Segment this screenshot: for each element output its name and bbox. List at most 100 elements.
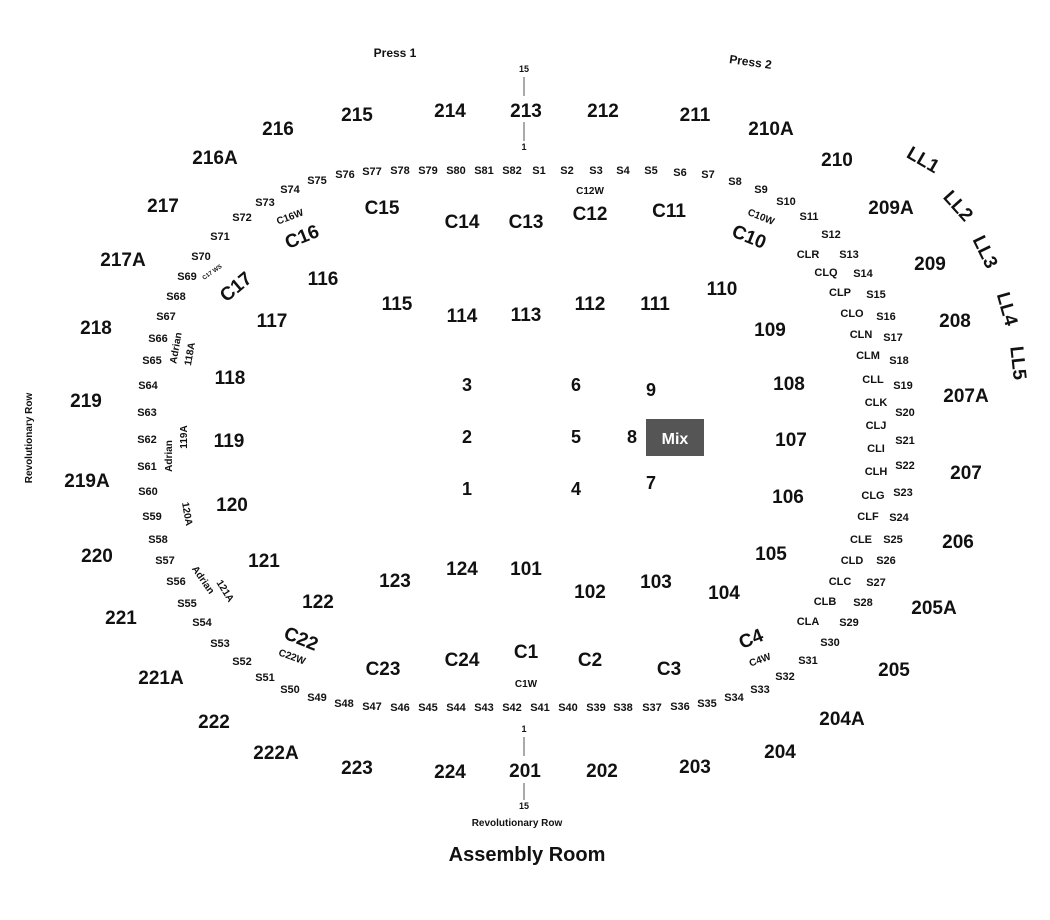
section-101[interactable]: 101 [510, 559, 542, 580]
suite-s35[interactable]: S35 [697, 698, 717, 710]
section-207a[interactable]: 207A [943, 386, 989, 407]
suite-s67[interactable]: S67 [156, 311, 176, 323]
section-120a[interactable]: 120A [179, 501, 194, 526]
suite-s46[interactable]: S46 [390, 702, 410, 714]
section-209[interactable]: 209 [914, 254, 946, 275]
suite-s17[interactable]: S17 [883, 332, 903, 344]
suite-s57[interactable]: S57 [155, 555, 175, 567]
section-ll1[interactable]: LL1 [903, 143, 943, 178]
club-box-clq[interactable]: CLQ [814, 267, 838, 279]
suite-s21[interactable]: S21 [895, 435, 915, 447]
suite-s47[interactable]: S47 [362, 701, 382, 713]
suite-s26[interactable]: S26 [876, 555, 896, 567]
suite-s76[interactable]: S76 [335, 169, 355, 181]
suite-s24[interactable]: S24 [889, 512, 909, 524]
section-203[interactable]: 203 [679, 757, 711, 778]
suite-s15[interactable]: S15 [866, 289, 886, 301]
suite-s59[interactable]: S59 [142, 511, 162, 523]
suite-s68[interactable]: S68 [166, 291, 186, 303]
suite-s58[interactable]: S58 [148, 534, 168, 546]
suite-s70[interactable]: S70 [191, 251, 211, 263]
suite-s65[interactable]: S65 [142, 355, 162, 367]
section-210[interactable]: 210 [821, 150, 853, 171]
section-224[interactable]: 224 [434, 762, 466, 783]
section-214[interactable]: 214 [434, 101, 466, 122]
section-117[interactable]: 117 [257, 311, 288, 332]
suite-s25[interactable]: S25 [883, 534, 903, 546]
suite-s78[interactable]: S78 [390, 165, 410, 177]
section-211[interactable]: 211 [680, 105, 711, 126]
section-116[interactable]: 116 [308, 269, 339, 290]
section-108[interactable]: 108 [773, 374, 805, 395]
suite-s62[interactable]: S62 [137, 434, 157, 446]
suite-s80[interactable]: S80 [446, 165, 466, 177]
suite-s8[interactable]: S8 [728, 176, 741, 188]
section-217[interactable]: 217 [147, 196, 179, 217]
suite-s27[interactable]: S27 [866, 577, 886, 589]
section-112[interactable]: 112 [575, 294, 606, 315]
suite-s11[interactable]: S11 [800, 211, 819, 223]
section-ll2[interactable]: LL2 [939, 187, 977, 226]
suite-s33[interactable]: S33 [750, 684, 770, 696]
suite-s36[interactable]: S36 [670, 701, 690, 713]
suite-s39[interactable]: S39 [586, 702, 606, 714]
suite-s44[interactable]: S44 [446, 702, 466, 714]
section-113[interactable]: 113 [511, 305, 542, 326]
section-210a[interactable]: 210A [748, 119, 794, 140]
suite-s64[interactable]: S64 [138, 380, 158, 392]
suite-s75[interactable]: S75 [307, 175, 327, 187]
section-c16w[interactable]: C16W [275, 207, 305, 227]
section-c10[interactable]: C10 [729, 221, 769, 254]
section-adrian-lower[interactable]: Adrian [189, 564, 216, 596]
suite-s45[interactable]: S45 [418, 702, 438, 714]
section-c12w[interactable]: C12W [576, 186, 604, 197]
section-207[interactable]: 207 [950, 463, 982, 484]
suite-s53[interactable]: S53 [210, 638, 230, 650]
suite-s82[interactable]: S82 [502, 165, 522, 177]
suite-s40[interactable]: S40 [558, 702, 578, 714]
suite-s52[interactable]: S52 [232, 656, 252, 668]
suite-s69[interactable]: S69 [177, 271, 197, 283]
club-box-clb[interactable]: CLB [814, 596, 837, 608]
section-ll3[interactable]: LL3 [968, 232, 1002, 272]
section-115[interactable]: 115 [382, 294, 413, 315]
section-218[interactable]: 218 [80, 318, 112, 339]
section-floor-9[interactable]: 9 [646, 380, 656, 400]
section-223[interactable]: 223 [341, 758, 373, 779]
section-c3[interactable]: C3 [657, 659, 681, 680]
section-122[interactable]: 122 [302, 592, 334, 613]
section-121a[interactable]: 121A [214, 578, 236, 604]
section-c16[interactable]: C16 [282, 221, 322, 254]
suite-s81[interactable]: S81 [474, 165, 494, 177]
suite-s71[interactable]: S71 [210, 231, 230, 243]
club-box-cle[interactable]: CLE [850, 534, 872, 546]
section-adrian-middle[interactable]: Adrian [164, 440, 175, 472]
suite-s5[interactable]: S5 [644, 165, 657, 177]
suite-s43[interactable]: S43 [474, 702, 494, 714]
section-105[interactable]: 105 [755, 544, 787, 565]
suite-s38[interactable]: S38 [613, 702, 633, 714]
suite-s60[interactable]: S60 [138, 486, 158, 498]
suite-s1[interactable]: S1 [532, 165, 545, 177]
section-c11[interactable]: C11 [652, 201, 686, 222]
suite-s3[interactable]: S3 [589, 165, 602, 177]
suite-s72[interactable]: S72 [232, 212, 252, 224]
section-c4[interactable]: C4 [736, 625, 767, 654]
section-c23[interactable]: C23 [366, 659, 401, 680]
suite-s48[interactable]: S48 [334, 698, 354, 710]
club-box-clj[interactable]: CLJ [866, 420, 887, 432]
section-c10w[interactable]: C10W [746, 207, 776, 228]
suite-s49[interactable]: S49 [307, 692, 327, 704]
suite-s42[interactable]: S42 [502, 702, 522, 714]
suite-s34[interactable]: S34 [724, 692, 744, 704]
suite-s50[interactable]: S50 [280, 684, 300, 696]
section-120[interactable]: 120 [216, 495, 248, 516]
section-213[interactable]: 213 [510, 101, 542, 122]
section-220[interactable]: 220 [81, 546, 113, 567]
section-c15[interactable]: C15 [365, 198, 400, 219]
section-216a[interactable]: 216A [192, 148, 238, 169]
section-124[interactable]: 124 [446, 559, 478, 580]
section-floor-6[interactable]: 6 [571, 375, 581, 395]
section-floor-1[interactable]: 1 [462, 479, 472, 499]
section-204a[interactable]: 204A [819, 709, 865, 730]
